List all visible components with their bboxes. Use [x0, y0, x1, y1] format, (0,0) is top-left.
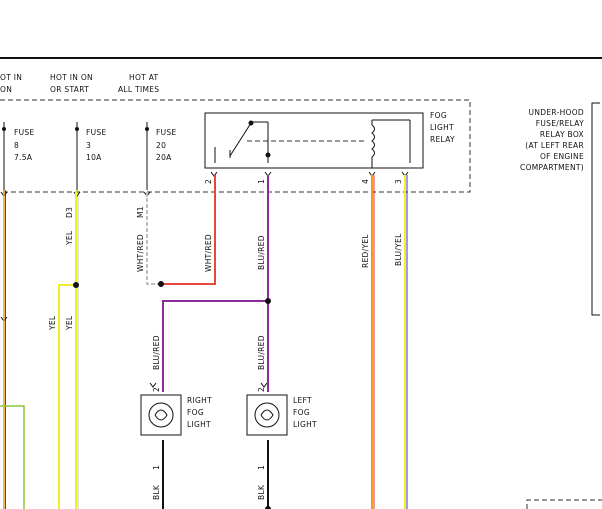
relay-pin-2: 2	[204, 179, 213, 184]
label-blu-red-top: BLU/RED	[257, 235, 266, 270]
fog-light-relay: FOG LIGHT RELAY	[204, 111, 455, 169]
connector-marks	[0, 171, 409, 388]
left-lamp-label-1: LEFT	[293, 396, 312, 405]
relay-box-label-6: COMPARTMENT)	[520, 163, 584, 172]
relay-box-label-3: RELAY BOX	[540, 130, 584, 139]
label-red-yel: RED/YEL	[361, 234, 370, 268]
wires	[0, 175, 408, 509]
relay-pins: 2 1 4 3	[204, 179, 403, 184]
relay-box-label-4: (AT LEFT REAR	[525, 141, 584, 150]
connector-m1: M1	[136, 206, 145, 218]
header-1-line1: OT IN	[0, 73, 22, 82]
header-1-line2: ON	[0, 85, 12, 94]
right-lamp-label-2: FOG	[187, 408, 204, 417]
connector-d3: D3	[65, 207, 74, 218]
fuse-2-rating: 10A	[86, 153, 102, 162]
fuse-1-rating: 7.5A	[14, 153, 33, 162]
relay-label-2: LIGHT	[430, 123, 454, 132]
wire-green	[0, 405, 25, 509]
header-2-line2: OR START	[50, 85, 89, 94]
label-blu-yel: BLU/YEL	[394, 233, 403, 266]
label-blk-left: BLK	[257, 484, 266, 500]
fuse-2-label: FUSE	[86, 128, 107, 137]
relay-pin-1: 1	[257, 179, 266, 184]
relay-pin-4: 4	[361, 179, 370, 184]
fuse-stubs	[2, 122, 149, 190]
fuse-1-number: 8	[14, 141, 19, 150]
relay-label-1: FOG	[430, 111, 447, 120]
relay-box-label-2: FUSE/RELAY	[536, 119, 584, 128]
header-2-line1: HOT IN ON	[50, 73, 93, 82]
power-headers: OT IN ON HOT IN ON OR START HOT AT ALL T…	[0, 73, 159, 94]
header-3-line2: ALL TIMES	[118, 85, 159, 94]
label-blu-red-right: BLU/RED	[152, 335, 161, 370]
left-fog-light: 2 1 LEFT FOG LIGHT	[246, 387, 317, 470]
label-yel-b: YEL	[48, 315, 57, 331]
bottom-right-box	[526, 499, 602, 509]
left-lamp-pin-bottom: 1	[257, 465, 266, 470]
relay-pin-3: 3	[394, 179, 403, 184]
relay-box-outline	[591, 102, 600, 316]
fuse-box-outline	[0, 99, 471, 193]
relay-body	[204, 112, 424, 169]
label-blu-red-left: BLU/RED	[257, 335, 266, 370]
label-blk-right: BLK	[152, 484, 161, 500]
wire-white-red	[146, 192, 160, 285]
label-yel-c: YEL	[65, 315, 74, 331]
fuse-2-number: 3	[86, 141, 91, 150]
left-lamp-pin-top: 2	[257, 387, 266, 392]
fuse-3-rating: 20A	[156, 153, 172, 162]
fuse-3-label: FUSE	[156, 128, 177, 137]
relay-label-3: RELAY	[430, 135, 455, 144]
right-lamp-label-3: LIGHT	[187, 420, 211, 429]
relay-box-label: UNDER-HOOD FUSE/RELAY RELAY BOX (AT LEFT…	[520, 108, 584, 172]
right-lamp-label-1: RIGHT	[187, 396, 212, 405]
fuse-1-label: FUSE	[14, 128, 35, 137]
right-fog-light: 2 1 RIGHT FOG LIGHT	[140, 387, 212, 470]
wire-labels: D3 M1 YEL YEL YEL WHT/RED WHT/RED BLU/RE…	[48, 206, 403, 500]
label-yel-a: YEL	[65, 230, 74, 246]
right-lamp-pin-top: 2	[152, 387, 161, 392]
label-wht-red-b: WHT/RED	[204, 234, 213, 272]
wire-purple-right-lamp	[162, 300, 268, 392]
relay-box-label-5: OF ENGINE	[540, 152, 584, 161]
fuse-3-number: 20	[156, 141, 166, 150]
right-lamp-pin-bottom: 1	[152, 465, 161, 470]
header-3-line1: HOT AT	[129, 73, 159, 82]
fuse-labels: FUSE 8 7.5A FUSE 3 10A FUSE 20 20A	[14, 128, 177, 162]
label-wht-red-a: WHT/RED	[136, 234, 145, 272]
relay-box-label-1: UNDER-HOOD	[529, 108, 584, 117]
splice-dots	[73, 281, 271, 509]
left-lamp-label-3: LIGHT	[293, 420, 317, 429]
left-lamp-label-2: FOG	[293, 408, 310, 417]
wire-red	[160, 175, 216, 285]
wire-yellow-branch	[58, 284, 76, 509]
